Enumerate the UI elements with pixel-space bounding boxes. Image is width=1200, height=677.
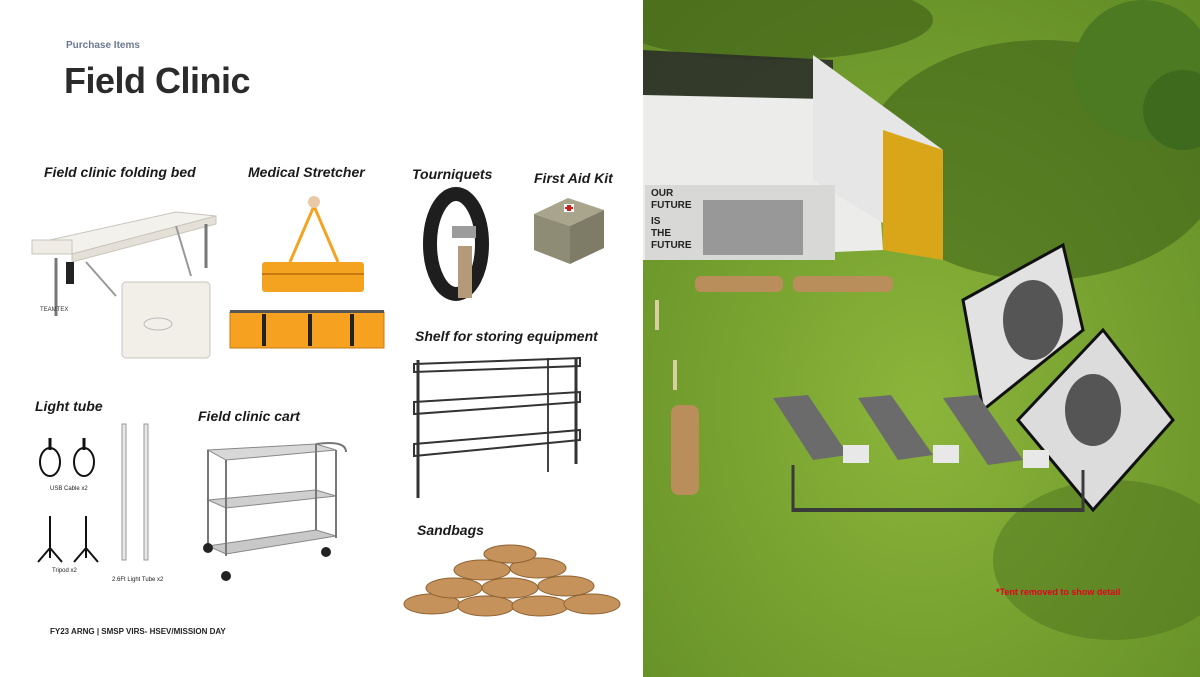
usb-cable-caption: USB Cable x2 xyxy=(50,486,88,492)
banner-line-4: THE xyxy=(651,228,671,239)
banner-line-3: IS xyxy=(651,216,661,227)
footer: FY23 ARNG | SMSP VIRS- HSEV/MISSION DAY xyxy=(50,627,226,636)
render-scene: OUR FUTURE IS THE FUTURE xyxy=(643,0,1200,677)
tripod-caption: Tripod x2 xyxy=(52,568,77,574)
banner-line-1: OUR xyxy=(651,188,674,199)
stretcher-image xyxy=(229,196,385,349)
first-aid-kit-image xyxy=(534,198,604,264)
item-label-stretcher: Medical Stretcher xyxy=(248,164,365,180)
purchase-items-panel: Purchase Items Field Clinic Field clinic… xyxy=(31,40,621,636)
item-label-shelf: Shelf for storing equipment xyxy=(415,328,598,344)
tourniquet-image xyxy=(423,187,489,301)
item-label-first-aid: First Aid Kit xyxy=(534,170,613,186)
folding-bed-image: TEAMTEX xyxy=(31,211,217,359)
light-tube-image xyxy=(37,423,149,563)
shelf-image xyxy=(413,356,581,498)
item-label-tourniquets: Tourniquets xyxy=(412,166,493,182)
cart-image xyxy=(203,442,347,581)
svg-text:TEAMTEX: TEAMTEX xyxy=(40,307,68,313)
sandbags-image xyxy=(403,544,621,617)
field-clinic-render: OUR FUTURE IS THE FUTURE xyxy=(643,0,1200,677)
light-tube-caption: 2.6Ft Light Tube x2 xyxy=(112,577,164,583)
page-title: Field Clinic xyxy=(64,60,251,101)
banner-line-5: FUTURE xyxy=(651,240,692,251)
item-label-folding-bed: Field clinic folding bed xyxy=(44,164,196,180)
eyebrow: Purchase Items xyxy=(66,40,140,51)
item-label-light-tube: Light tube xyxy=(35,398,103,414)
banner-line-2: FUTURE xyxy=(651,200,692,211)
tent-removed-note: *Tent removed to show detail xyxy=(996,587,1121,597)
item-label-cart: Field clinic cart xyxy=(198,408,300,424)
item-label-sandbags: Sandbags xyxy=(417,522,484,538)
